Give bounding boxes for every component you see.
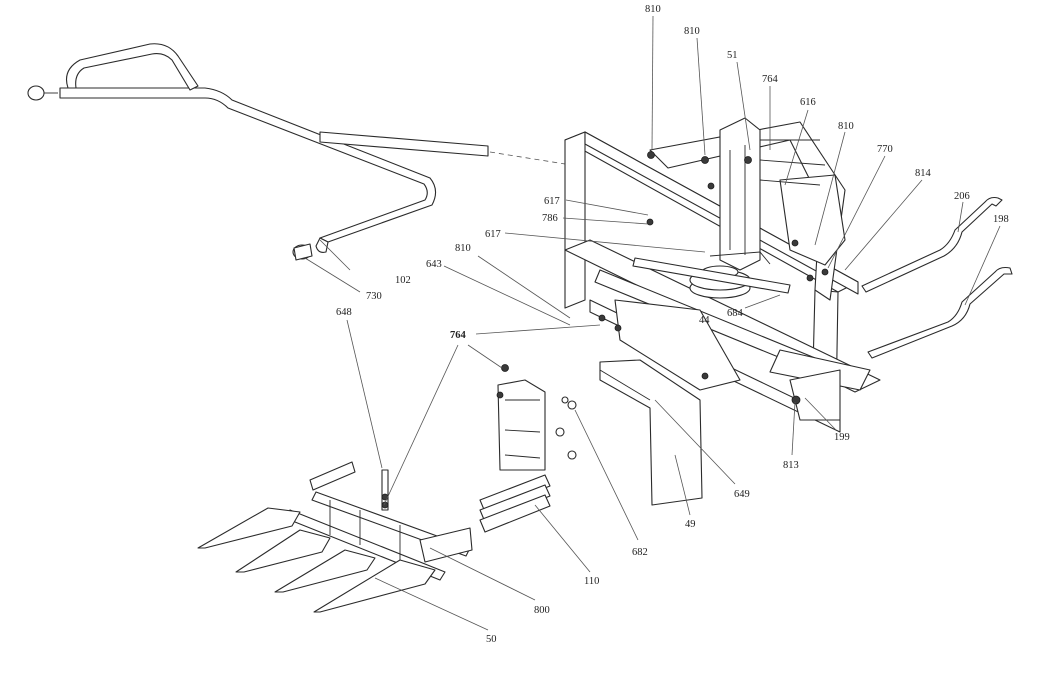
callout-643: 643 xyxy=(426,259,442,270)
callout-786: 786 xyxy=(542,213,558,224)
callout-49: 49 xyxy=(685,519,696,530)
callout-labels: 810 810 51 764 616 810 770 814 206 198 6… xyxy=(336,4,1009,645)
bolts-682 xyxy=(555,396,577,460)
callout-764-top: 764 xyxy=(762,74,779,85)
callout-648: 648 xyxy=(336,307,352,318)
guard-plate-49 xyxy=(599,359,703,506)
callout-198: 198 xyxy=(993,214,1009,225)
handle-grip-730 xyxy=(292,243,313,261)
callout-110: 110 xyxy=(584,576,599,587)
callout-814: 814 xyxy=(915,168,932,179)
callout-810-left: 810 xyxy=(455,243,471,254)
callout-810-second: 810 xyxy=(684,26,700,37)
callout-51: 51 xyxy=(727,50,738,61)
stud-648 xyxy=(381,469,389,511)
callout-206: 206 xyxy=(954,191,970,202)
callout-770: 770 xyxy=(877,144,893,155)
callout-800: 800 xyxy=(534,605,550,616)
leader-lines xyxy=(304,15,1001,631)
callout-730: 730 xyxy=(366,291,382,302)
callout-810-top: 810 xyxy=(645,4,661,15)
callout-617-upper: 617 xyxy=(544,196,560,207)
finger-cutter-assembly xyxy=(197,461,473,613)
axle-rod-198 xyxy=(867,266,1013,359)
callout-199: 199 xyxy=(834,432,850,443)
handle-bar xyxy=(27,43,566,253)
callout-44: 44 xyxy=(699,315,710,326)
callout-810-right: 810 xyxy=(838,121,854,132)
callout-616: 616 xyxy=(800,97,816,108)
callout-684: 684 xyxy=(727,308,744,319)
callout-102: 102 xyxy=(395,275,411,286)
axle-rod-206 xyxy=(861,196,1003,293)
callout-617-lower: 617 xyxy=(485,229,501,240)
callout-649: 649 xyxy=(734,489,750,500)
callout-682: 682 xyxy=(632,547,648,558)
callout-50: 50 xyxy=(486,634,497,645)
callout-813: 813 xyxy=(783,460,799,471)
callout-764-left: 764 xyxy=(450,330,467,341)
bracket-110 xyxy=(479,364,551,533)
pulley-44 xyxy=(632,251,791,299)
main-frame xyxy=(564,117,881,433)
